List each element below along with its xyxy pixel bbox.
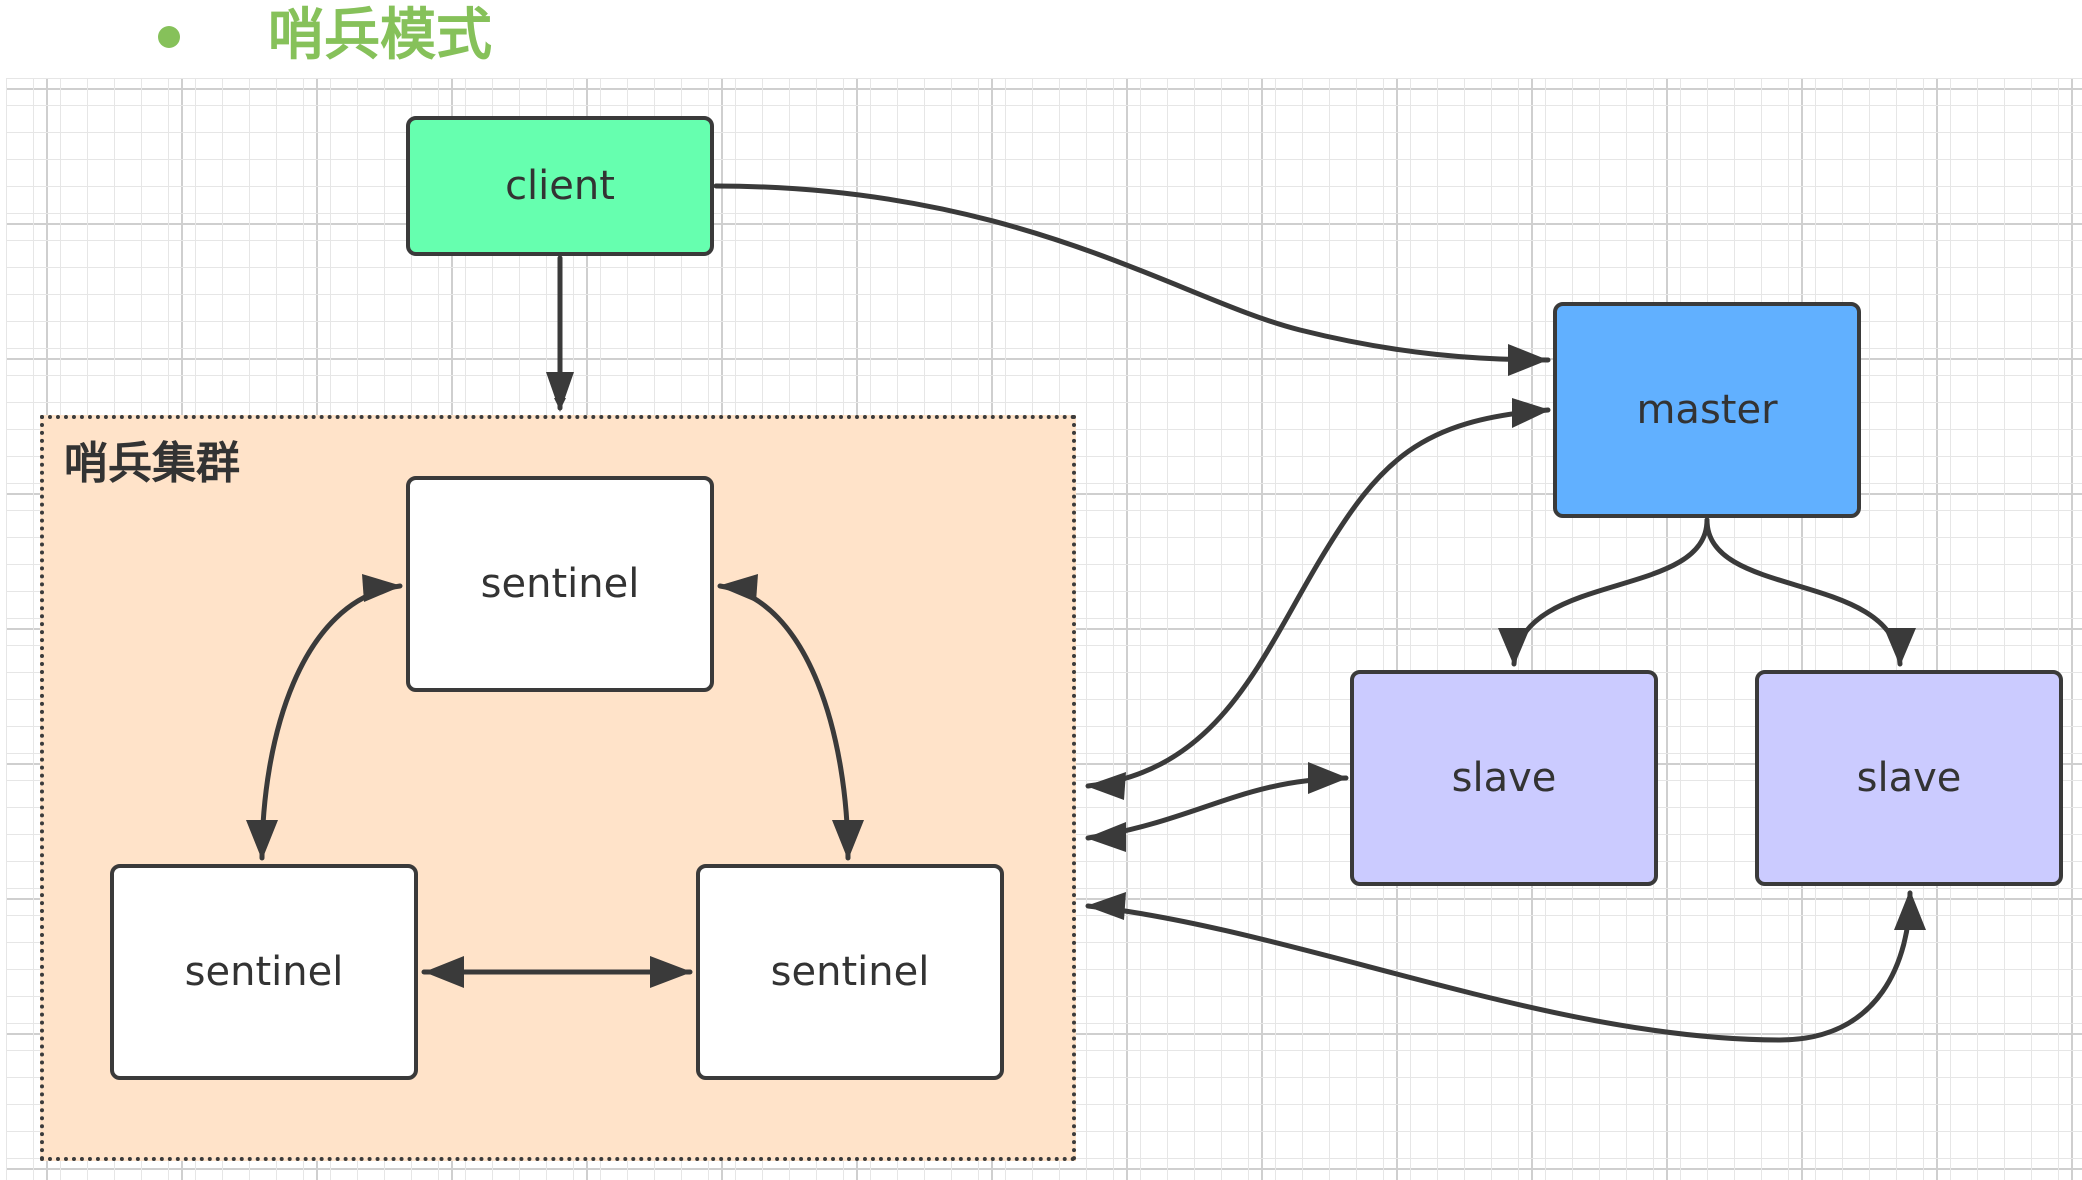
page-title: 哨兵模式 (268, 3, 492, 68)
slave-node-1[interactable]: slave (1350, 670, 1658, 886)
master-node[interactable]: master (1553, 302, 1861, 518)
sentinel-node-left[interactable]: sentinel (110, 864, 418, 1080)
header: 哨兵模式 (0, 0, 2082, 78)
sentinel-cluster-label: 哨兵集群 (64, 438, 240, 489)
client-node[interactable]: client (406, 116, 714, 256)
bullet-icon (158, 26, 180, 48)
sentinel-node-right[interactable]: sentinel (696, 864, 1004, 1080)
sentinel-node-top[interactable]: sentinel (406, 476, 714, 692)
slave-node-2[interactable]: slave (1755, 670, 2063, 886)
